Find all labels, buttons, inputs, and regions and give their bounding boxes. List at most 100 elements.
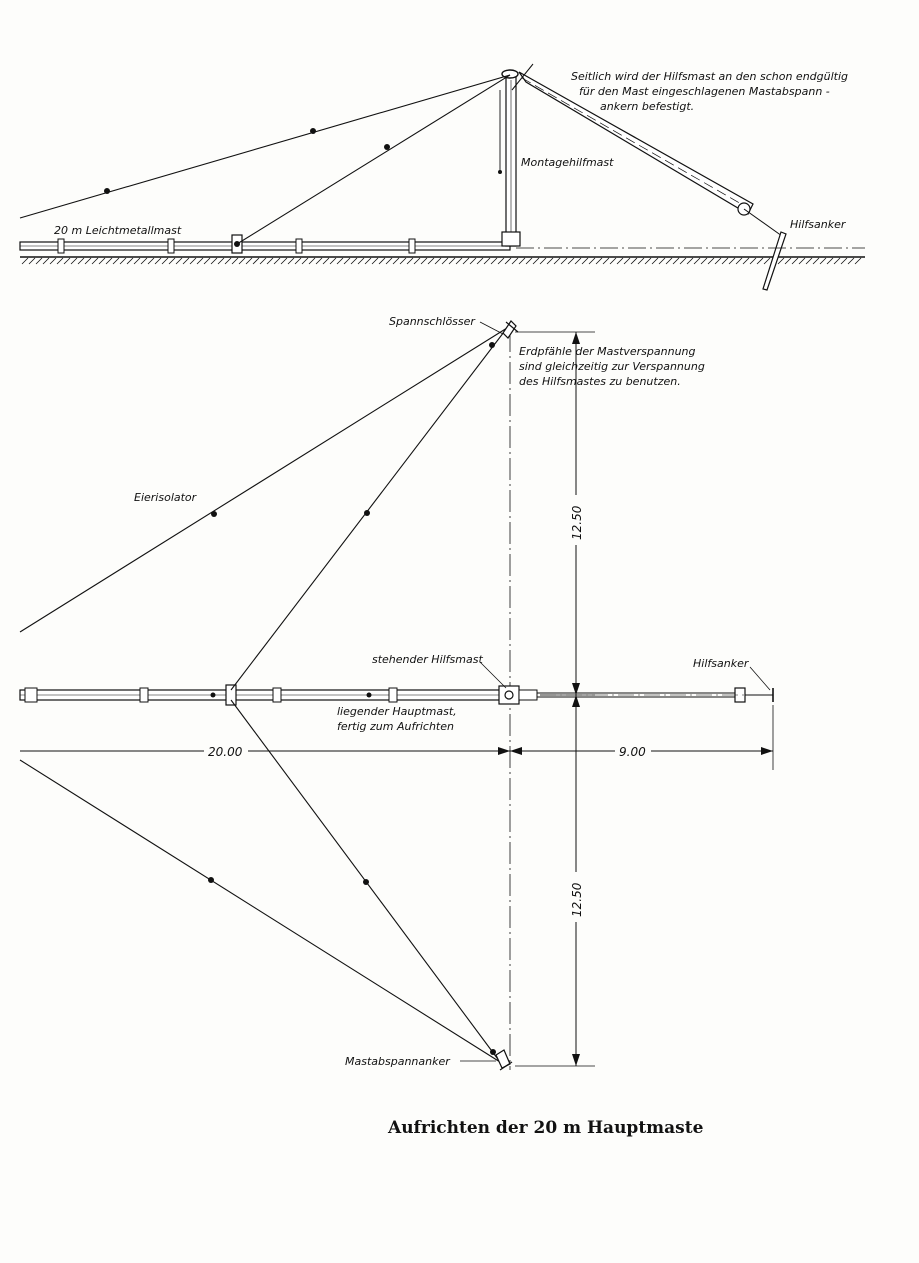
- hatch-stroke: [511, 257, 519, 265]
- hatch-stroke: [49, 257, 57, 265]
- hatch-stroke: [70, 257, 78, 265]
- plan-note-line-3: des Hilfsmastes zu benutzen.: [519, 375, 681, 388]
- egg-insulator: [211, 511, 217, 517]
- hatch-stroke: [399, 257, 407, 265]
- hatch-stroke: [455, 257, 463, 265]
- hatch-stroke: [525, 257, 533, 265]
- hatch-stroke: [343, 257, 351, 265]
- hatch-stroke: [658, 257, 666, 265]
- hatch-stroke: [413, 257, 421, 265]
- short-guy-line: [236, 74, 511, 245]
- hatch-stroke: [77, 257, 85, 265]
- ground-hatching: [21, 257, 862, 265]
- egg-insulator: [489, 342, 495, 348]
- hatch-stroke: [546, 257, 554, 265]
- hatch-stroke: [567, 257, 575, 265]
- hatch-stroke: [819, 257, 827, 265]
- hatch-stroke: [364, 257, 372, 265]
- dimension-vertical: [515, 331, 595, 1067]
- lying-mast-label-2: fertig zum Aufrichten: [337, 720, 454, 733]
- hatch-stroke: [686, 257, 694, 265]
- hatch-stroke: [532, 257, 540, 265]
- hatch-stroke: [420, 257, 428, 265]
- hatch-stroke: [329, 257, 337, 265]
- hatch-stroke: [140, 257, 148, 265]
- mast-anchor-label: Mastabspannanker: [345, 1055, 451, 1068]
- hatch-stroke: [133, 257, 141, 265]
- helper-anchor-stake: [743, 208, 787, 291]
- hatch-stroke: [609, 257, 617, 265]
- hatch-stroke: [707, 257, 715, 265]
- drawing-caption: Aufrichten der 20 m Hauptmaste: [387, 1118, 704, 1138]
- hatch-stroke: [805, 257, 813, 265]
- hatch-stroke: [826, 257, 834, 265]
- hatch-stroke: [462, 257, 470, 265]
- hatch-stroke: [644, 257, 652, 265]
- hatch-stroke: [259, 257, 267, 265]
- hatch-stroke: [847, 257, 855, 265]
- hatch-stroke: [385, 257, 393, 265]
- hatch-stroke: [560, 257, 568, 265]
- dim-right-label: 9.00: [619, 745, 646, 759]
- hatch-stroke: [434, 257, 442, 265]
- hatch-stroke: [497, 257, 505, 265]
- hatch-stroke: [721, 257, 729, 265]
- hatch-stroke: [539, 257, 547, 265]
- long-guy-line: [19, 74, 511, 219]
- insulator-dot: [384, 144, 390, 150]
- hatch-stroke: [231, 257, 239, 265]
- hatch-stroke: [350, 257, 358, 265]
- hatch-stroke: [630, 257, 638, 265]
- hatch-stroke: [469, 257, 477, 265]
- plan-view: 12.50 12.50 20.00 9.00 Spannschlösser Er…: [19, 315, 774, 1071]
- hatch-stroke: [154, 257, 162, 265]
- hatch-stroke: [854, 257, 862, 265]
- hatch-stroke: [147, 257, 155, 265]
- hatch-stroke: [357, 257, 365, 265]
- hatch-stroke: [301, 257, 309, 265]
- hatch-stroke: [518, 257, 526, 265]
- hatch-stroke: [791, 257, 799, 265]
- hatch-stroke: [238, 257, 246, 265]
- hatch-stroke: [728, 257, 736, 265]
- hatch-stroke: [210, 257, 218, 265]
- hatch-stroke: [217, 257, 225, 265]
- side-view: Seitlich wird der Hilfsmast an den schon…: [19, 63, 865, 291]
- plan-note-line-1: Erdpfähle der Mastverspannung: [519, 345, 696, 358]
- hatch-stroke: [406, 257, 414, 265]
- hatch-stroke: [98, 257, 106, 265]
- hatch-stroke: [42, 257, 50, 265]
- hatch-stroke: [756, 257, 764, 265]
- aux-anchor-label: Hilfsanker: [693, 657, 750, 670]
- plan-note-line-2: sind gleichzeitig zur Verspannung: [519, 360, 705, 373]
- hatch-stroke: [595, 257, 603, 265]
- hatch-stroke: [735, 257, 743, 265]
- hatch-stroke: [294, 257, 302, 265]
- hatch-stroke: [119, 257, 127, 265]
- helper-mast-side: [498, 69, 521, 247]
- lying-main-mast-side: [19, 234, 511, 254]
- hatch-stroke: [504, 257, 512, 265]
- hatch-stroke: [672, 257, 680, 265]
- hatch-stroke: [483, 257, 491, 265]
- insulator-dot: [310, 128, 316, 134]
- hatch-stroke: [798, 257, 806, 265]
- hatch-stroke: [168, 257, 176, 265]
- hatch-stroke: [581, 257, 589, 265]
- hatch-stroke: [203, 257, 211, 265]
- hatch-stroke: [651, 257, 659, 265]
- hatch-stroke: [637, 257, 645, 265]
- hatch-stroke: [84, 257, 92, 265]
- hatch-stroke: [28, 257, 36, 265]
- hatch-stroke: [840, 257, 848, 265]
- hatch-stroke: [602, 257, 610, 265]
- main-mast-label: 20 m Leichtmetallmast: [54, 224, 182, 237]
- hatch-stroke: [182, 257, 190, 265]
- hatch-stroke: [392, 257, 400, 265]
- egg-insulator: [364, 510, 370, 516]
- hatch-stroke: [56, 257, 64, 265]
- hatch-stroke: [371, 257, 379, 265]
- lying-mast-label-1: liegender Hauptmast,: [337, 705, 457, 718]
